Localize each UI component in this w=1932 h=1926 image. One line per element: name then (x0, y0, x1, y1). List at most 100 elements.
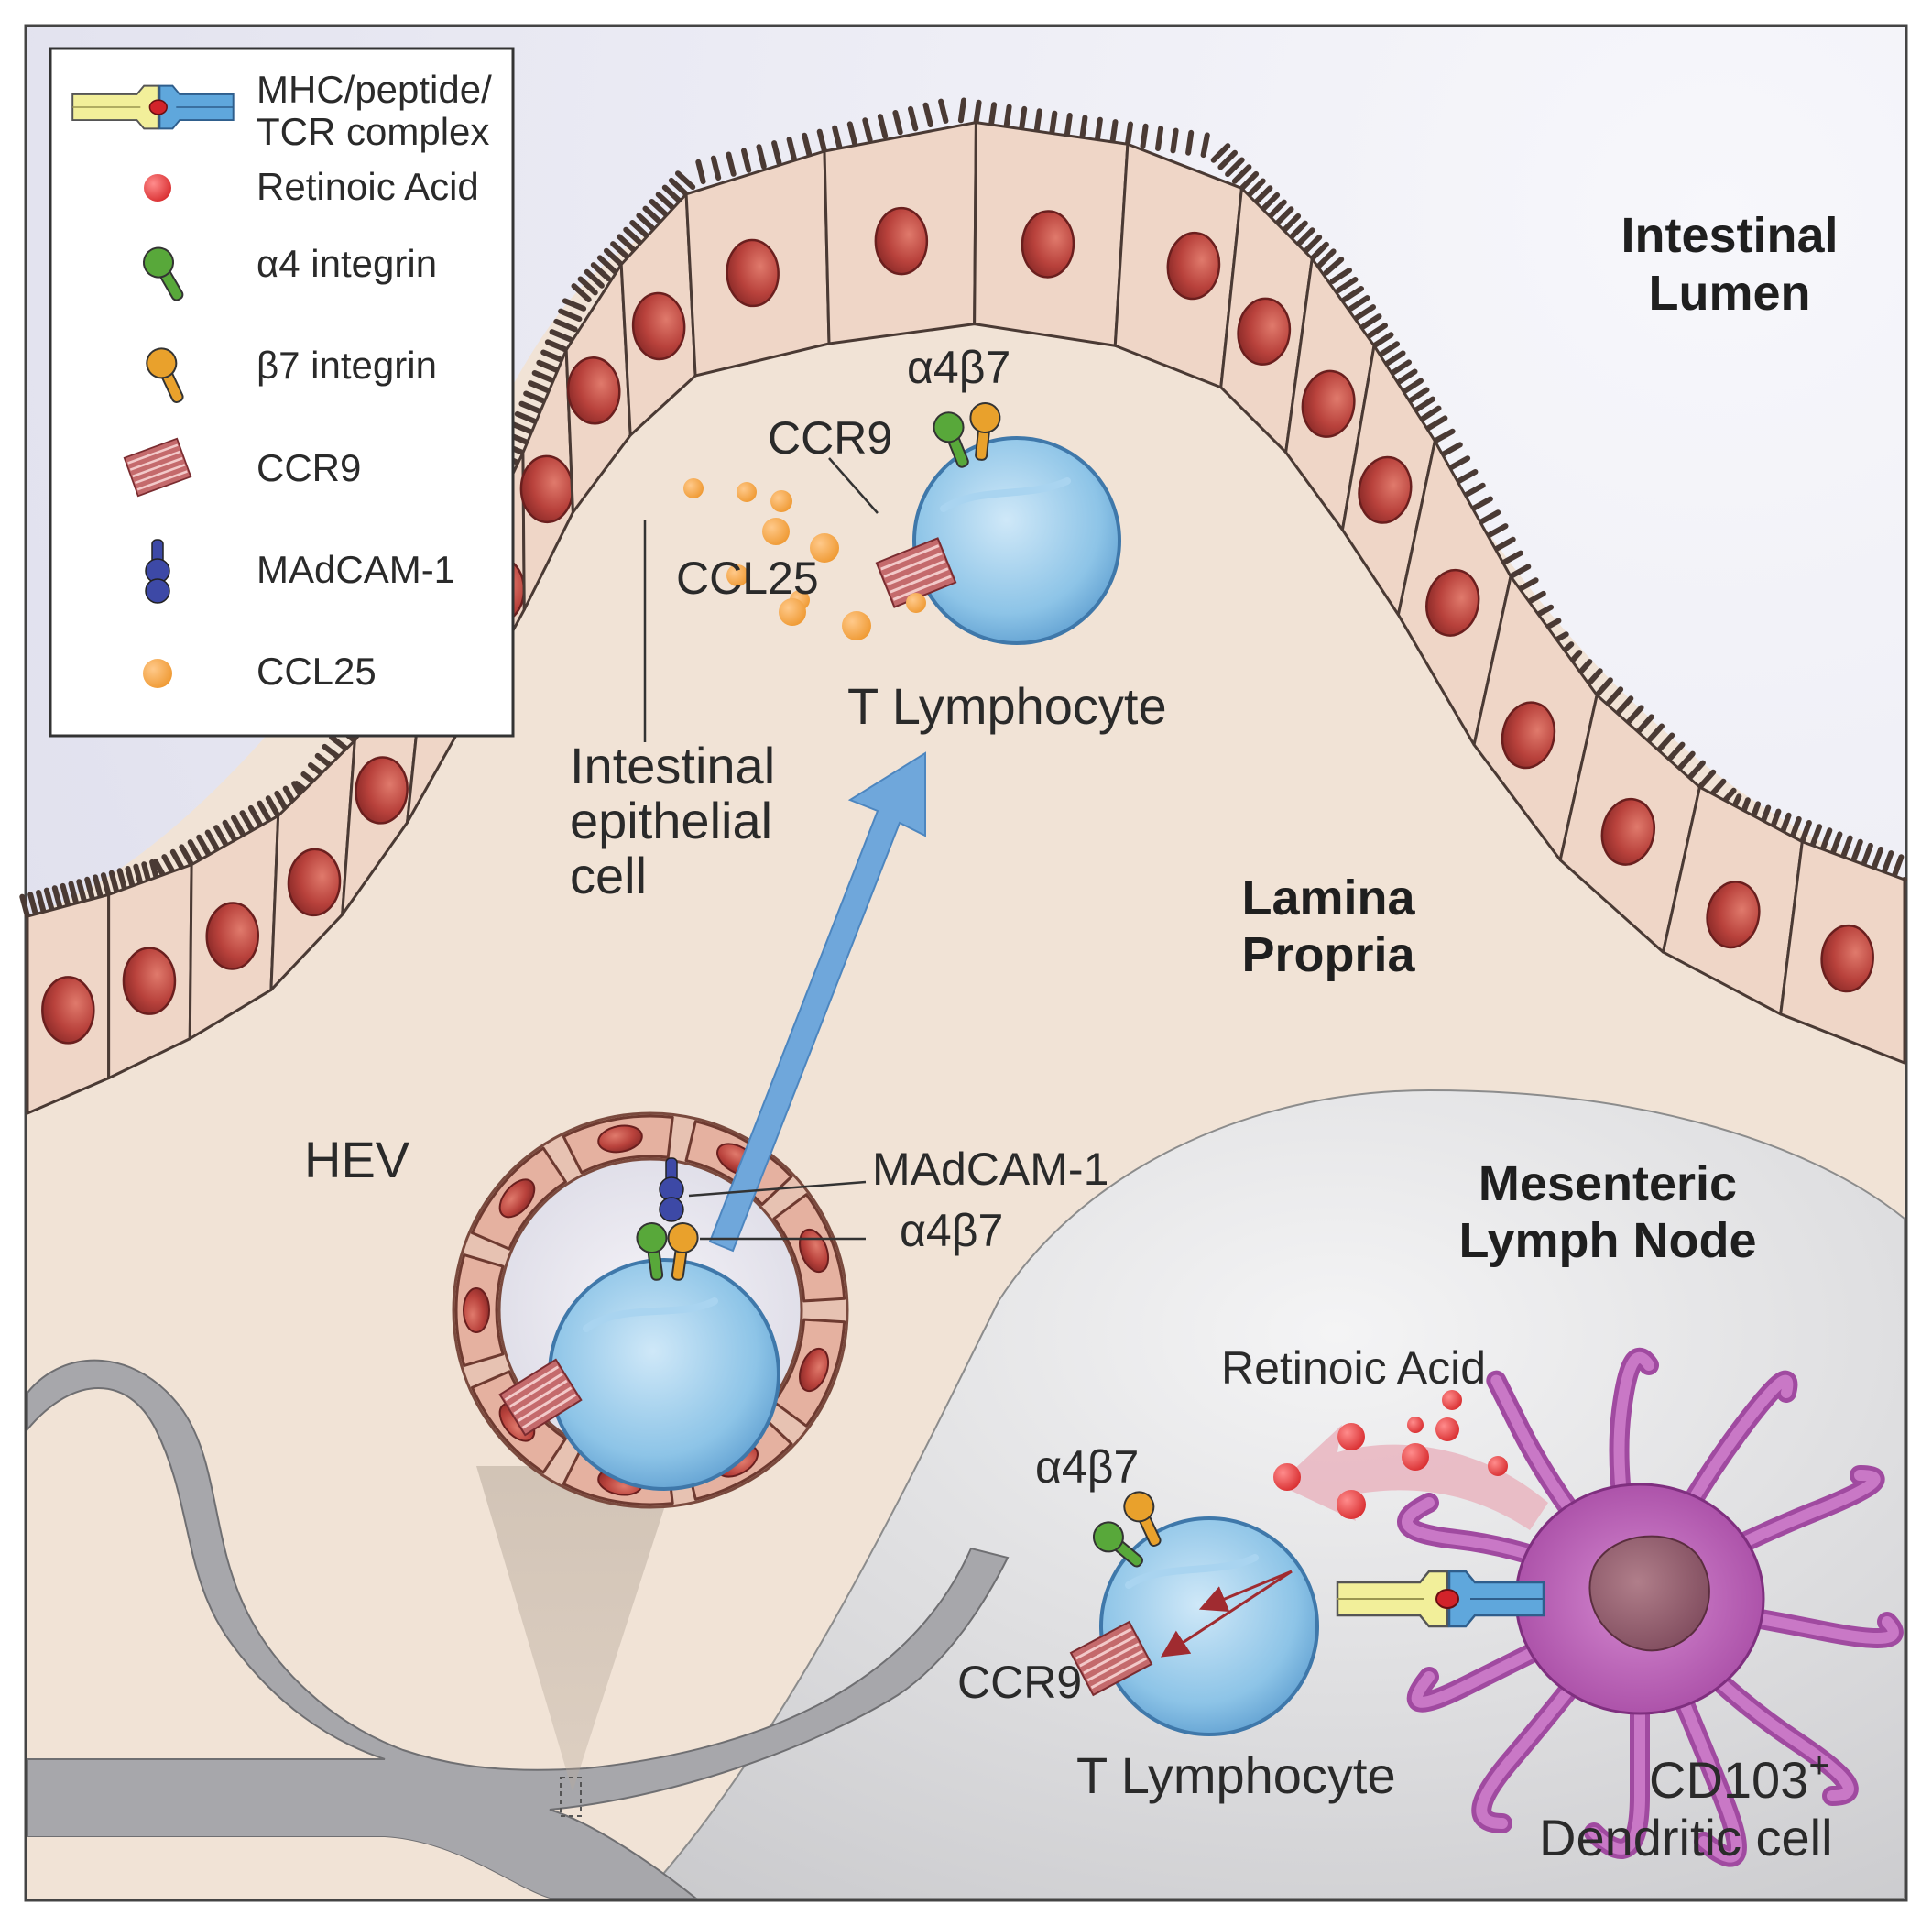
leader-lines (643, 457, 879, 1241)
ccl25-dot (762, 518, 790, 545)
epithelial-nucleus (1166, 231, 1221, 301)
epithelial-nucleus (1021, 210, 1075, 279)
epithelial-nucleus (1425, 568, 1480, 637)
epithelial-nucleus (1358, 455, 1413, 524)
alpha4-integrin (933, 411, 969, 468)
legend-label-beta7: β7 integrin (257, 344, 437, 387)
node-surface-markers (1069, 1491, 1162, 1697)
region-label-node-2: Lymph Node (1458, 1213, 1756, 1268)
lymphatic-vessel (27, 1359, 1010, 1899)
legend-label-alpha4: α4 integrin (257, 242, 437, 285)
top-surface-markers (875, 402, 1001, 608)
hev-t-lymphocyte (548, 1258, 780, 1491)
retinoic-acid-label: Retinoic Acid (1221, 1342, 1486, 1394)
region-label-node-1: Mesenteric (1479, 1156, 1737, 1211)
legend-label-madcam1: MAdCAM-1 (257, 548, 455, 591)
epithelial-cell-label-1: Intestinal (570, 737, 775, 794)
epithelial-nucleus (355, 756, 409, 825)
ccl25-dot (906, 593, 926, 613)
dendritic-cell (1397, 1348, 1904, 1867)
ccr9-top-label: CCR9 (768, 412, 892, 464)
ccl25-dot (779, 598, 806, 626)
alpha4-integrin (1092, 1521, 1143, 1568)
hev-label: HEV (304, 1131, 410, 1188)
ccl25-dot (770, 490, 792, 512)
beta7-integrin (667, 1222, 699, 1281)
retinoic-acid-dot (1407, 1417, 1424, 1433)
ccr9-receptor (875, 537, 957, 608)
epithelial-nucleus (519, 454, 574, 524)
migration-arrow (708, 751, 926, 1253)
retinoic-acid-dot (1337, 1423, 1365, 1450)
a4b7-top-label: α4β7 (907, 342, 1010, 393)
ccl25-dot (726, 564, 748, 586)
ccl25-dot (842, 611, 871, 640)
ccl25-dot (737, 482, 757, 502)
epithelial-nucleus (1706, 881, 1761, 949)
madcam1-molecule (659, 1157, 684, 1222)
epithelial-nucleus (205, 902, 259, 970)
alpha4-integrin (636, 1222, 668, 1281)
hev-nucleus (597, 1124, 643, 1154)
retinoic-acid-dot (1435, 1417, 1459, 1441)
epithelial-nucleus (1501, 701, 1556, 770)
epithelial-nucleus (287, 848, 342, 917)
epithelial-nucleus (874, 206, 929, 276)
ccl25-dot (683, 478, 704, 498)
retinoic-acid-dot (1488, 1456, 1508, 1476)
t-lymphocyte-top-label: T Lymphocyte (847, 677, 1167, 735)
legend-label-retinoic-acid: Retinoic Acid (257, 165, 479, 208)
legend-label-ccr9: CCR9 (257, 446, 361, 489)
hev-zoom-origin (560, 1777, 582, 1817)
legend-label-ccl25: CCL25 (257, 650, 377, 693)
epithelial-cell-label-2: epithelial (570, 792, 772, 849)
madcam1-icon (145, 539, 170, 604)
lymphatic-vessel-lower (27, 1837, 550, 1899)
beta7-integrin (1123, 1491, 1162, 1547)
hev-surface-markers (498, 1157, 699, 1437)
mhc-tcr-complex-icon (1336, 1570, 1545, 1628)
t-lymphocyte-node-label: T Lymphocyte (1076, 1746, 1396, 1804)
legend: MHC/peptide/ TCR complex Retinoic Acid α… (49, 47, 515, 738)
epithelial-nucleus (122, 947, 177, 1015)
hev-nucleus (463, 1287, 490, 1333)
epithelial-nucleus (726, 238, 780, 308)
epithelial-cell-label-3: cell (570, 847, 647, 904)
ccr9-icon (123, 437, 192, 498)
ccr9-node-label: CCR9 (957, 1657, 1082, 1708)
epithelial-nucleus (631, 291, 686, 361)
epithelial-nucleus (1600, 797, 1655, 866)
legend-box (49, 47, 515, 738)
region-label-lumen-1: Intestinal (1621, 208, 1838, 263)
mhc-tcr-complex-icon (71, 84, 235, 130)
top-t-lymphocyte (912, 436, 1121, 645)
hev-nucleus (498, 1178, 536, 1219)
ccr9-receptor (498, 1358, 583, 1437)
node-t-lymphocyte (1099, 1516, 1319, 1736)
a4b7-node-label: α4β7 (1035, 1441, 1139, 1493)
epithelial-nucleus (1820, 924, 1874, 993)
alpha4-integrin-icon (143, 246, 184, 301)
ccl25-chemokine-dots (683, 478, 926, 640)
hev-nucleus (799, 1347, 830, 1393)
epithelial-nucleus (1301, 369, 1356, 438)
epithelial-nucleus (566, 356, 621, 425)
retinoic-acid-dot (1337, 1490, 1366, 1519)
retinoic-acid-dot (1273, 1463, 1301, 1491)
region-label-lamina-1: Lamina (1241, 870, 1415, 925)
mhc-tcr-complex (1336, 1570, 1545, 1628)
hev-zoom-beam (476, 1466, 678, 1791)
intestinal-epithelium (19, 97, 1907, 1115)
ccl25-icon (143, 659, 172, 688)
retinoic-acid-dots (1273, 1390, 1508, 1519)
dendritic-cell-label-2: Dendritic cell (1539, 1809, 1833, 1866)
retinoic-acid-dot (1402, 1443, 1429, 1471)
dendritic-cell-nucleus (1588, 1535, 1710, 1652)
beta7-integrin-icon (146, 347, 184, 403)
madcam1-label: MAdCAM-1 (872, 1144, 1108, 1195)
legend-label-mhc-1: MHC/peptide/ (257, 68, 492, 111)
ccr9-receptor (1069, 1620, 1153, 1697)
ccl25-dot (810, 533, 839, 563)
epithelial-nucleus (41, 976, 95, 1045)
